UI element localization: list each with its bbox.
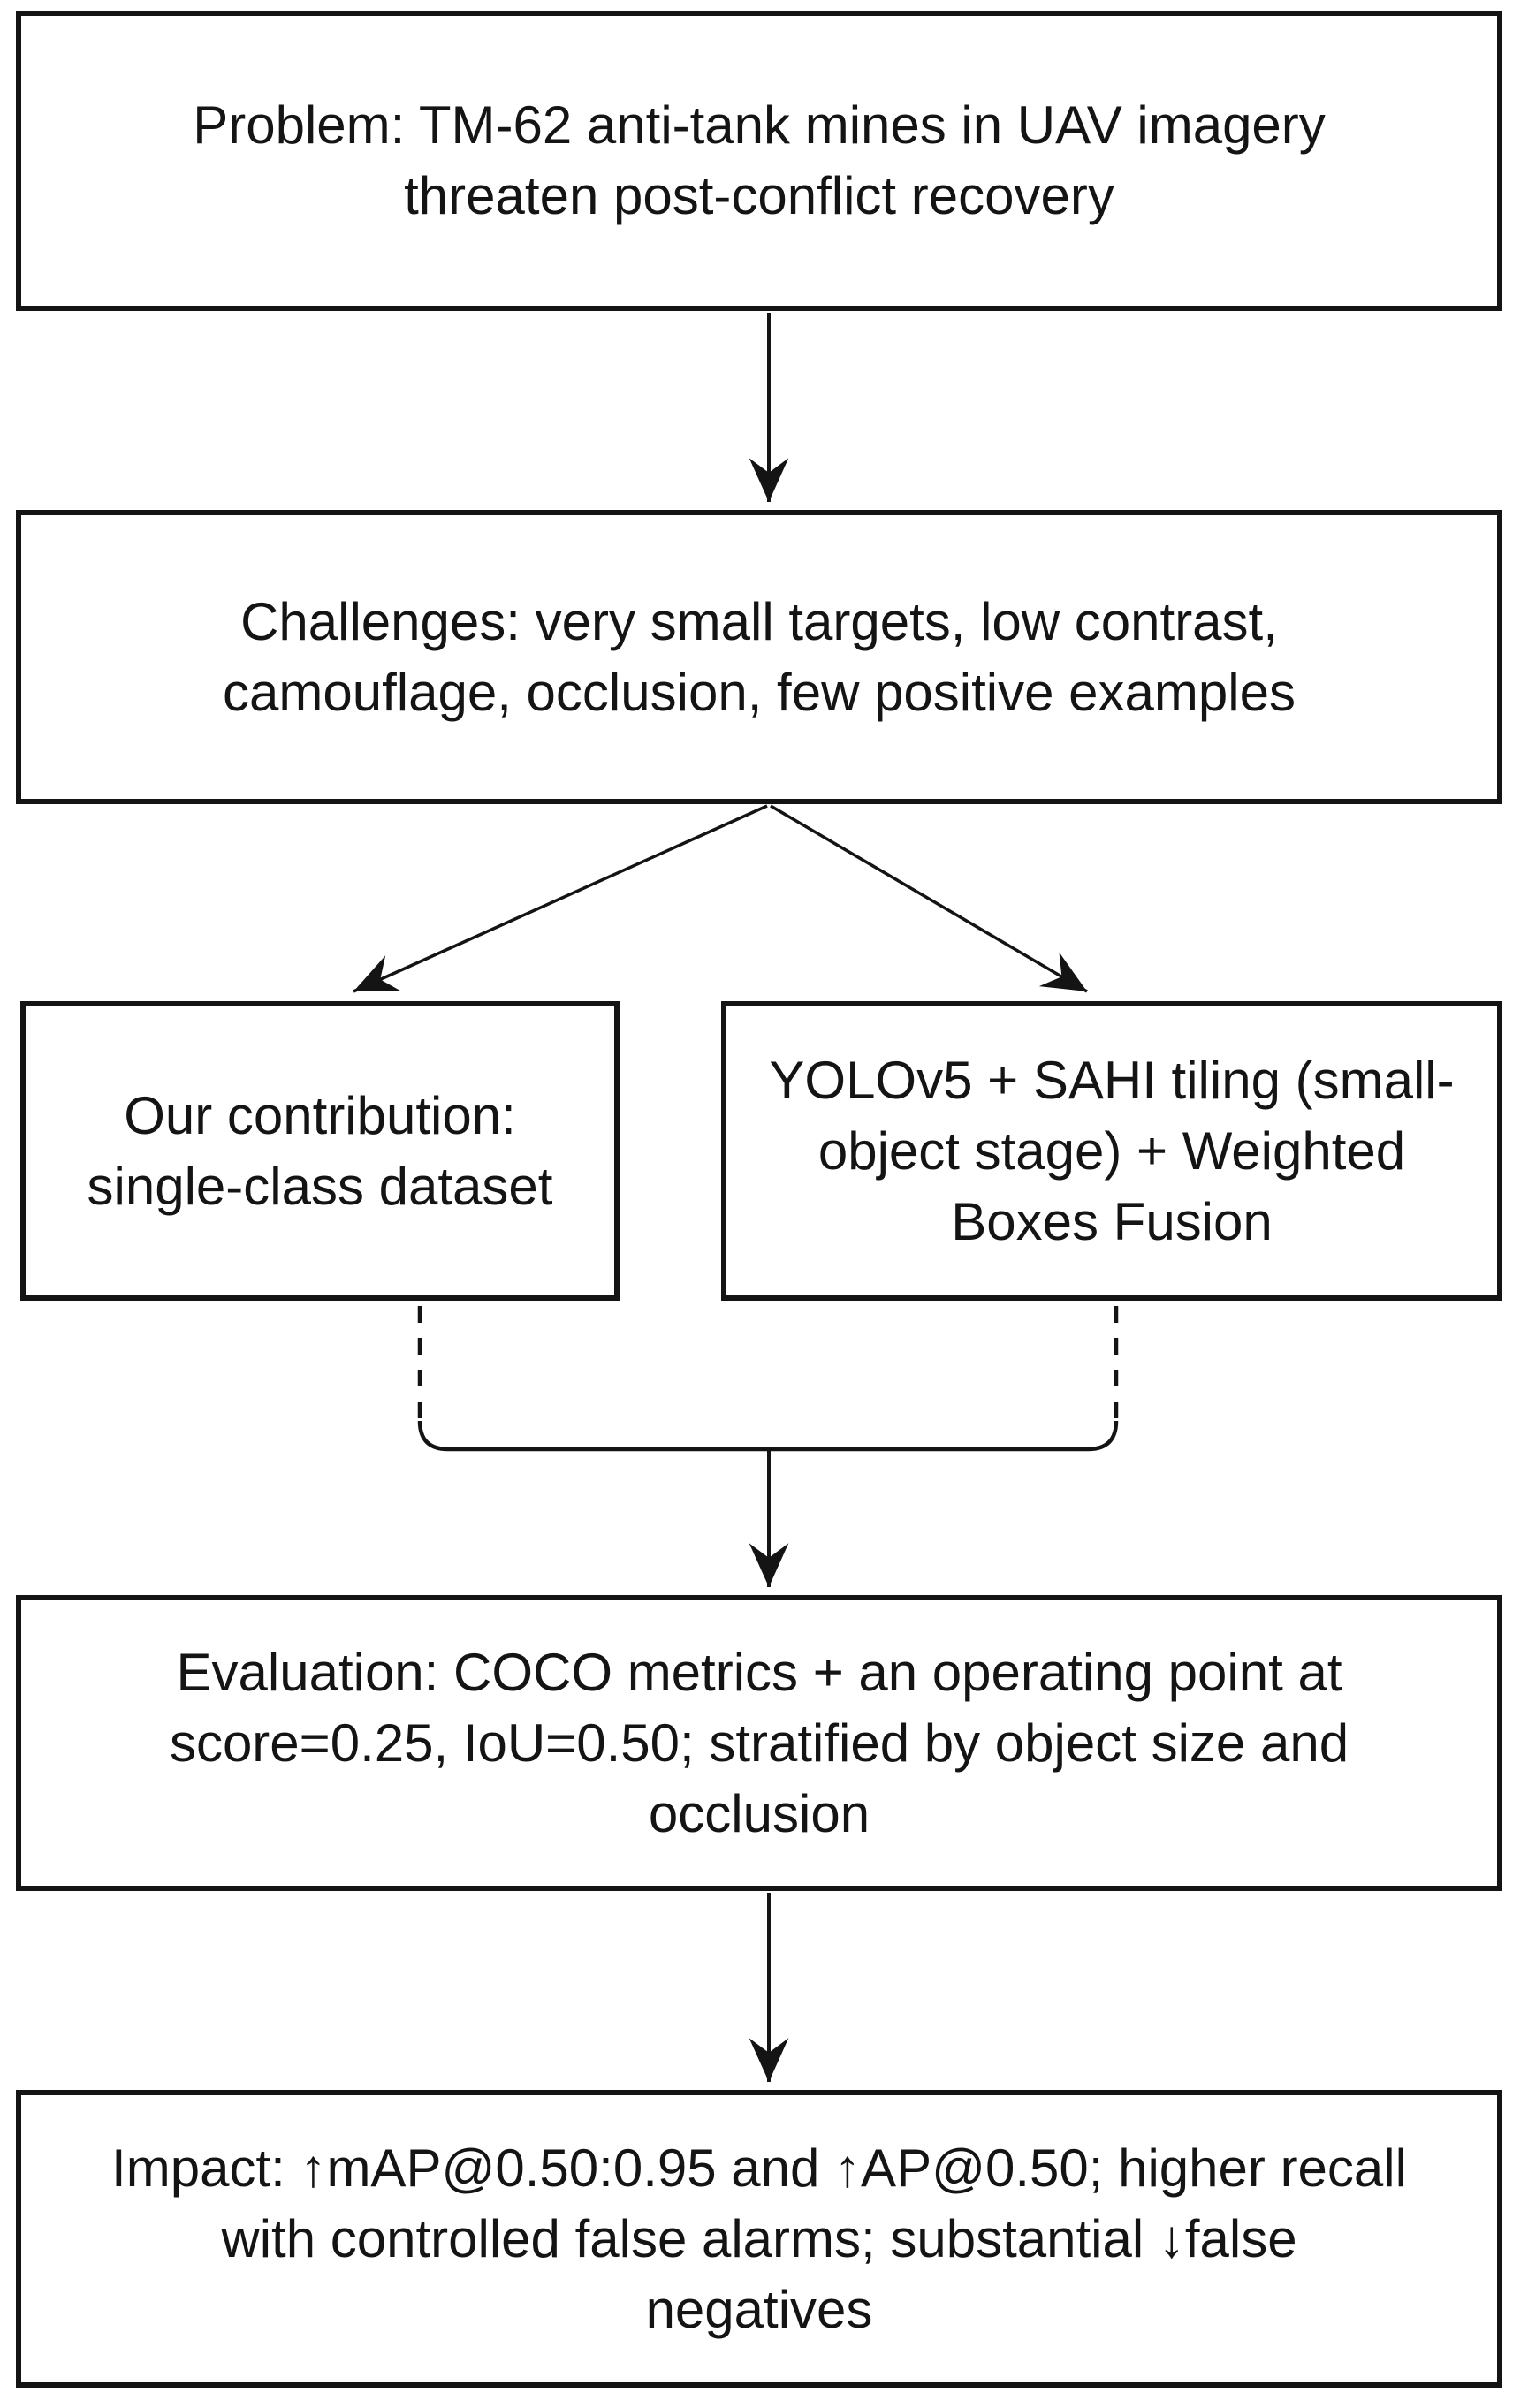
node-problem-line-1: Problem: TM-62 anti-tank mines in UAV im… [193,95,1326,155]
node-contribution-line-1: Our contribution: [124,1085,516,1145]
node-contribution-text: Our contribution: single-class dataset [87,1081,553,1222]
node-evaluation-line-2: score=0.25, IoU=0.50; stratified by obje… [169,1713,1349,1773]
node-impact: Impact: ↑mAP@0.50:0.95 and ↑AP@0.50; hig… [16,2090,1502,2388]
node-impact-line-1: Impact: ↑mAP@0.50:0.95 and ↑AP@0.50; hig… [111,2138,1407,2198]
node-problem-line-2: threaten post-conflict recovery [404,166,1114,225]
node-evaluation: Evaluation: COCO metrics + an operating … [16,1595,1502,1891]
node-method-text: YOLOv5 + SAHI tiling (small- object stag… [769,1045,1454,1257]
arrow-challenges-to-method [770,804,1088,993]
node-contribution: Our contribution: single-class dataset [20,1001,620,1301]
node-evaluation-text: Evaluation: COCO metrics + an operating … [170,1637,1349,1850]
node-method: YOLOv5 + SAHI tiling (small- object stag… [721,1001,1502,1301]
arrow-challenges-to-contribution [353,804,768,993]
node-evaluation-line-1: Evaluation: COCO metrics + an operating … [176,1642,1342,1702]
node-method-line-1: YOLOv5 + SAHI tiling (small- [769,1050,1455,1110]
node-challenges-text: Challenges: very small targets, low cont… [223,587,1296,728]
node-evaluation-line-3: occlusion [648,1783,870,1843]
node-contribution-line-2: single-class dataset [87,1156,553,1216]
node-challenges-line-2: camouflage, occlusion, few positive exam… [223,662,1296,722]
node-problem: Problem: TM-62 anti-tank mines in UAV im… [16,11,1502,311]
node-impact-line-2: with controlled false alarms; substantia… [221,2208,1297,2268]
node-problem-text: Problem: TM-62 anti-tank mines in UAV im… [193,90,1326,232]
node-method-line-3: Boxes Fusion [951,1191,1273,1251]
node-challenges: Challenges: very small targets, low cont… [16,510,1502,804]
node-challenges-line-1: Challenges: very small targets, low cont… [240,591,1278,651]
join-bar [417,1420,1119,1452]
node-impact-text: Impact: ↑mAP@0.50:0.95 and ↑AP@0.50; hig… [111,2133,1407,2345]
node-impact-line-3: negatives [645,2279,873,2339]
node-method-line-2: object stage) + Weighted [817,1120,1406,1181]
